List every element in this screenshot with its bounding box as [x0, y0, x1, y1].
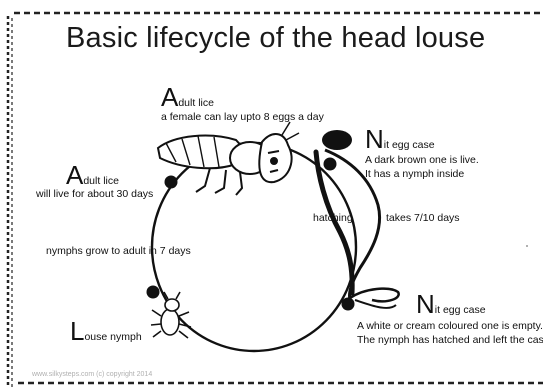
- copyright-credit: www.silkysteps.com (c) copyright 2014: [32, 371, 152, 378]
- stage-dot-adult: [165, 176, 178, 189]
- stage-label-nit-live: Nit egg case: [365, 126, 435, 153]
- drop-cap: N: [365, 126, 384, 152]
- stray-mark: [526, 245, 528, 247]
- stage-label-adult-left: Adult lice: [66, 162, 119, 189]
- growth-label: nymphs grow to adult in 7 days: [46, 245, 191, 257]
- stage-description: The nymph has hatched and left the case: [357, 334, 543, 346]
- stage-description: A dark brown one is live.: [365, 154, 479, 166]
- stage-name: ouse nymph: [84, 331, 141, 343]
- stage-description: will live for about 30 days: [36, 188, 153, 200]
- stage-dot-nit-live: [324, 158, 337, 171]
- hatching-label: hatching: [313, 212, 353, 224]
- stage-name: dult lice: [178, 97, 214, 109]
- drop-cap: A: [161, 84, 178, 110]
- stage-description: It has a nymph inside: [365, 168, 464, 180]
- stage-dot-nymph: [147, 286, 160, 299]
- hatching-duration-label: takes 7/10 days: [386, 212, 460, 224]
- stage-dot-nit-empty: [342, 298, 355, 311]
- stage-name: it egg case: [384, 139, 435, 151]
- stage-label-adult-top: Adult lice: [161, 84, 214, 111]
- stage-label-nit-empty: Nit egg case: [416, 291, 486, 318]
- stage-description: a female can lay upto 8 eggs a day: [161, 111, 324, 123]
- drop-cap: N: [416, 291, 435, 317]
- page-title: Basic lifecycle of the head louse: [66, 22, 485, 55]
- stage-description: A white or cream coloured one is empty.: [357, 320, 543, 332]
- drop-cap: L: [70, 318, 84, 344]
- stage-name: it egg case: [435, 304, 486, 316]
- stage-label-nymph: Louse nymph: [70, 318, 142, 345]
- stage-name: dult lice: [83, 175, 119, 187]
- drop-cap: A: [66, 162, 83, 188]
